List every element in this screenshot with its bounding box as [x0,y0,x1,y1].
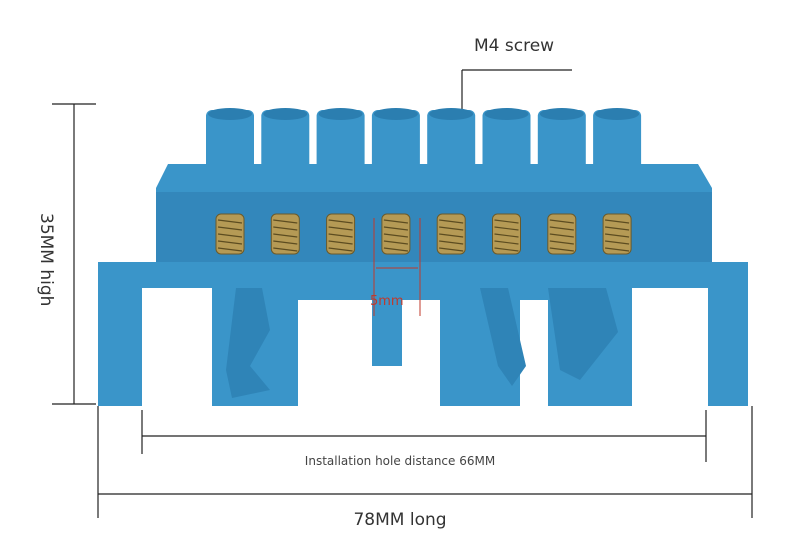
height-label: 35MM high [36,213,56,307]
terminal-thread [549,240,574,245]
terminal-thread [549,219,574,224]
screw-tube-top [373,108,418,120]
gap-marker [373,218,421,316]
terminal-thread [439,240,464,245]
terminal-thread [383,233,408,238]
din-clip-left [226,288,270,398]
terminal-thread [549,226,574,231]
terminal-thread [439,247,464,252]
terminal-thread [217,247,243,252]
screw-tube-top [318,108,363,120]
terminal-thread [273,226,298,231]
terminal-thread [217,240,243,245]
screw-tube-top [429,108,474,120]
terminal-thread [383,226,408,231]
terminal-thread [217,219,243,224]
screw-tube-top [484,108,529,120]
terminal-thread [494,233,519,238]
terminal-thread [605,233,630,238]
terminal-thread [328,240,353,245]
length-label: 78MM long [353,510,447,530]
screw-tube [537,110,586,170]
hole-distance-label: Installation hole distance 66MM [304,454,496,468]
terminal-thread [383,240,408,245]
busbar-body [98,108,748,406]
screw-tube [206,110,254,170]
brass-terminal [547,213,577,255]
terminal-thread [605,219,630,224]
terminal-thread [273,219,298,224]
gap-label: 5mm [370,294,404,309]
screw-tube-top [263,108,308,120]
terminal-thread [549,247,574,252]
terminal-thread [328,226,353,231]
brass-terminal [270,213,300,255]
brass-terminal [215,213,245,255]
terminal-thread [273,247,298,252]
screw-tube-row [206,108,642,170]
terminal-thread [383,247,408,252]
terminal-thread [605,247,630,252]
terminal-thread [328,247,353,252]
terminal-thread [383,219,408,224]
brass-terminal [492,213,521,255]
terminal-thread [494,219,519,224]
screw-tube [482,110,531,170]
terminal-thread [605,240,630,245]
terminal-thread [328,233,353,238]
terminal-thread [439,226,464,231]
terminal-thread [328,219,353,224]
din-clip-right [480,288,526,386]
terminal-thread [217,226,243,231]
screw-tube [371,110,420,170]
terminal-thread [273,240,298,245]
terminal-thread [439,219,464,224]
brass-terminal [381,213,411,255]
terminal-thread [494,226,519,231]
terminal-thread [217,233,243,238]
screw-label: M4 screw [474,36,555,56]
terminal-thread [439,233,464,238]
terminal-thread [494,247,519,252]
terminal-thread [605,226,630,231]
terminal-thread [494,240,519,245]
screw-tube [427,110,476,170]
brass-terminal [326,213,356,255]
din-clip-far-right [548,288,618,380]
dimension-lines [52,69,753,518]
terminal-thread [549,233,574,238]
screw-tube [593,110,642,170]
screw-tube [261,110,310,170]
screw-tube-top [208,108,252,120]
brass-terminal [436,213,466,255]
terminal-row [215,213,632,255]
terminal-thread [273,233,298,238]
screw-tube-top [539,108,584,120]
screw-tube [316,110,365,170]
screw-tube-top [595,108,640,120]
brass-terminal [602,213,632,255]
